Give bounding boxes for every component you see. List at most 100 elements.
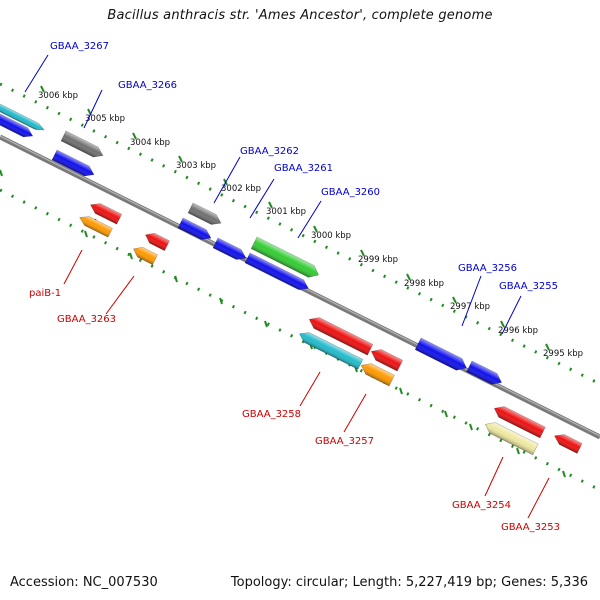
reverse-gene-label[interactable]: GBAA_3257 — [315, 436, 374, 447]
reverse-gene-label[interactable]: GBAA_3253 — [501, 522, 560, 533]
gene-arrow-shading — [133, 247, 158, 265]
scale-tick-label: 3001 kbp — [266, 207, 306, 217]
forward-gene-label[interactable]: GBAA_3262 — [240, 146, 299, 157]
forward-callout-line — [297, 200, 322, 239]
forward-gene-label[interactable]: GBAA_3261 — [274, 163, 333, 174]
gene-arrow-shading — [79, 216, 113, 238]
scale-tick — [264, 320, 268, 328]
reverse-callout-line — [105, 275, 135, 315]
scale-tick — [545, 343, 550, 351]
gene-feature-GBAA_3259[interactable] — [307, 314, 374, 356]
scale-tick — [444, 410, 448, 418]
gene-arrow-shading — [494, 406, 546, 438]
scale-tick — [500, 320, 505, 328]
gene-feature-GBAA_3266[interactable] — [60, 130, 105, 161]
reverse-gene-label[interactable]: GBAA_3254 — [452, 500, 511, 511]
gene-arrow-shading — [213, 238, 246, 260]
scale-tick — [360, 249, 365, 257]
scale-tick-label: 2999 kbp — [358, 255, 398, 265]
genome-summary-text: Topology: circular; Length: 5,227,419 bp… — [230, 575, 588, 590]
scale-tick-label: 3002 kbp — [221, 184, 261, 194]
gene-feature-GBAA_3257[interactable] — [359, 360, 395, 387]
gene-feature-paiB-1b[interactable] — [78, 213, 113, 238]
scale-tick — [562, 470, 566, 478]
gene-feature-GBAA_3262[interactable] — [187, 202, 223, 228]
gene-feature-GBAA_3263[interactable] — [143, 230, 170, 251]
gene-feature-paiB-1[interactable] — [88, 200, 123, 225]
scale-tick-label: 3000 kbp — [311, 231, 351, 241]
forward-gene-label[interactable]: GBAA_3260 — [321, 187, 380, 198]
reverse-callout-line — [63, 249, 83, 285]
scale-tick — [219, 297, 223, 305]
reverse-gene-label[interactable]: GBAA_3263 — [57, 314, 116, 325]
scale-tick-label: 3003 kbp — [176, 161, 216, 171]
gene-feature-GBAA_3254[interactable] — [483, 419, 539, 456]
scale-ticks — [0, 85, 566, 478]
scale-tick — [174, 275, 178, 283]
gene-arrow-shading — [371, 349, 403, 372]
gene-arrow-shading — [309, 317, 373, 356]
forward-gene-label[interactable]: GBAA_3267 — [50, 41, 109, 52]
gene-arrow-shading — [0, 100, 45, 130]
scale-tick-label: 3005 kbp — [85, 114, 125, 124]
scale-tick — [516, 447, 520, 455]
gene-arrow-shading — [245, 253, 309, 290]
scale-tick — [313, 225, 318, 233]
gene-feature-GBAA_3260b[interactable] — [244, 252, 311, 293]
forward-ruler — [0, 82, 600, 386]
scale-tick — [40, 85, 45, 93]
scale-tick — [268, 201, 273, 209]
gene-arrow-shading — [251, 237, 319, 278]
gene-feature-GBAA_3263b[interactable] — [131, 244, 158, 265]
scale-tick — [84, 230, 88, 238]
gene-feature-GBAA_3267[interactable] — [0, 99, 46, 133]
gene-arrow-shading — [90, 203, 122, 225]
genome-title: Bacillus anthracis str. 'Ames Ancestor',… — [107, 8, 493, 23]
gene-feature-GBAA_3267b[interactable] — [0, 109, 35, 140]
gene-arrow-shading — [145, 233, 170, 251]
gene-feature-GBAA_3260[interactable] — [250, 236, 321, 281]
forward-gene-label[interactable]: GBAA_3266 — [118, 80, 177, 91]
gene-arrow-shading — [0, 110, 33, 137]
forward-gene-label[interactable]: GBAA_3255 — [499, 281, 558, 292]
reverse-gene-label[interactable]: GBAA_3258 — [242, 409, 301, 420]
forward-gene-label[interactable]: GBAA_3256 — [458, 263, 517, 274]
gene-labels: GBAA_3267GBAA_3266GBAA_3262GBAA_3261GBAA… — [29, 41, 560, 533]
gene-arrow-shading — [178, 218, 211, 240]
reverse-callout-line — [299, 371, 321, 407]
gene-feature-GBAA_3256[interactable] — [414, 337, 469, 374]
gene-arrow-shading — [299, 332, 363, 370]
scale-tick-label: 3006 kbp — [38, 91, 78, 101]
gene-features — [0, 99, 583, 456]
reverse-callout-line — [484, 456, 504, 497]
gene-arrow-shading — [466, 361, 502, 385]
gene-feature-GBAA_3255[interactable] — [466, 360, 505, 388]
scale-tick-label: 2995 kbp — [543, 349, 583, 359]
scale-tick-labels: 3006 kbp 3005 kbp 3004 kbp 3003 kbp 3002 kbp… — [38, 91, 583, 359]
gene-feature-GBAA_3254b[interactable] — [492, 403, 546, 439]
reverse-gene-label[interactable]: paiB-1 — [29, 288, 61, 299]
gene-arrow-shading — [61, 131, 103, 157]
scale-tick — [0, 169, 3, 177]
scale-tick — [132, 132, 137, 140]
gene-arrow-shading — [52, 150, 94, 176]
gene-arrow-shading — [554, 434, 583, 454]
gene-arrow-shading — [415, 338, 467, 371]
scale-tick-label: 3004 kbp — [130, 138, 170, 148]
reverse-callout-line — [343, 393, 367, 433]
accession-text: Accession: NC_007530 — [10, 575, 158, 590]
forward-callout-line — [461, 275, 482, 327]
gene-feature-GBAA_3257b[interactable] — [369, 346, 404, 372]
gene-feature-GBAA_3265[interactable] — [51, 149, 96, 180]
gene-feature-GBAA_3258[interactable] — [297, 329, 364, 370]
scale-tick-label: 2996 kbp — [498, 326, 538, 336]
gene-feature-GBAA_3253[interactable] — [552, 431, 583, 454]
forward-callout-line — [24, 54, 49, 93]
gene-feature-GBAA_3261[interactable] — [212, 237, 248, 263]
scale-tick — [129, 252, 133, 260]
gene-feature-GBAA_3262b[interactable] — [177, 217, 213, 243]
forward-callout-line — [83, 89, 103, 129]
reverse-ruler — [0, 188, 600, 492]
forward-callout-line — [249, 178, 275, 219]
